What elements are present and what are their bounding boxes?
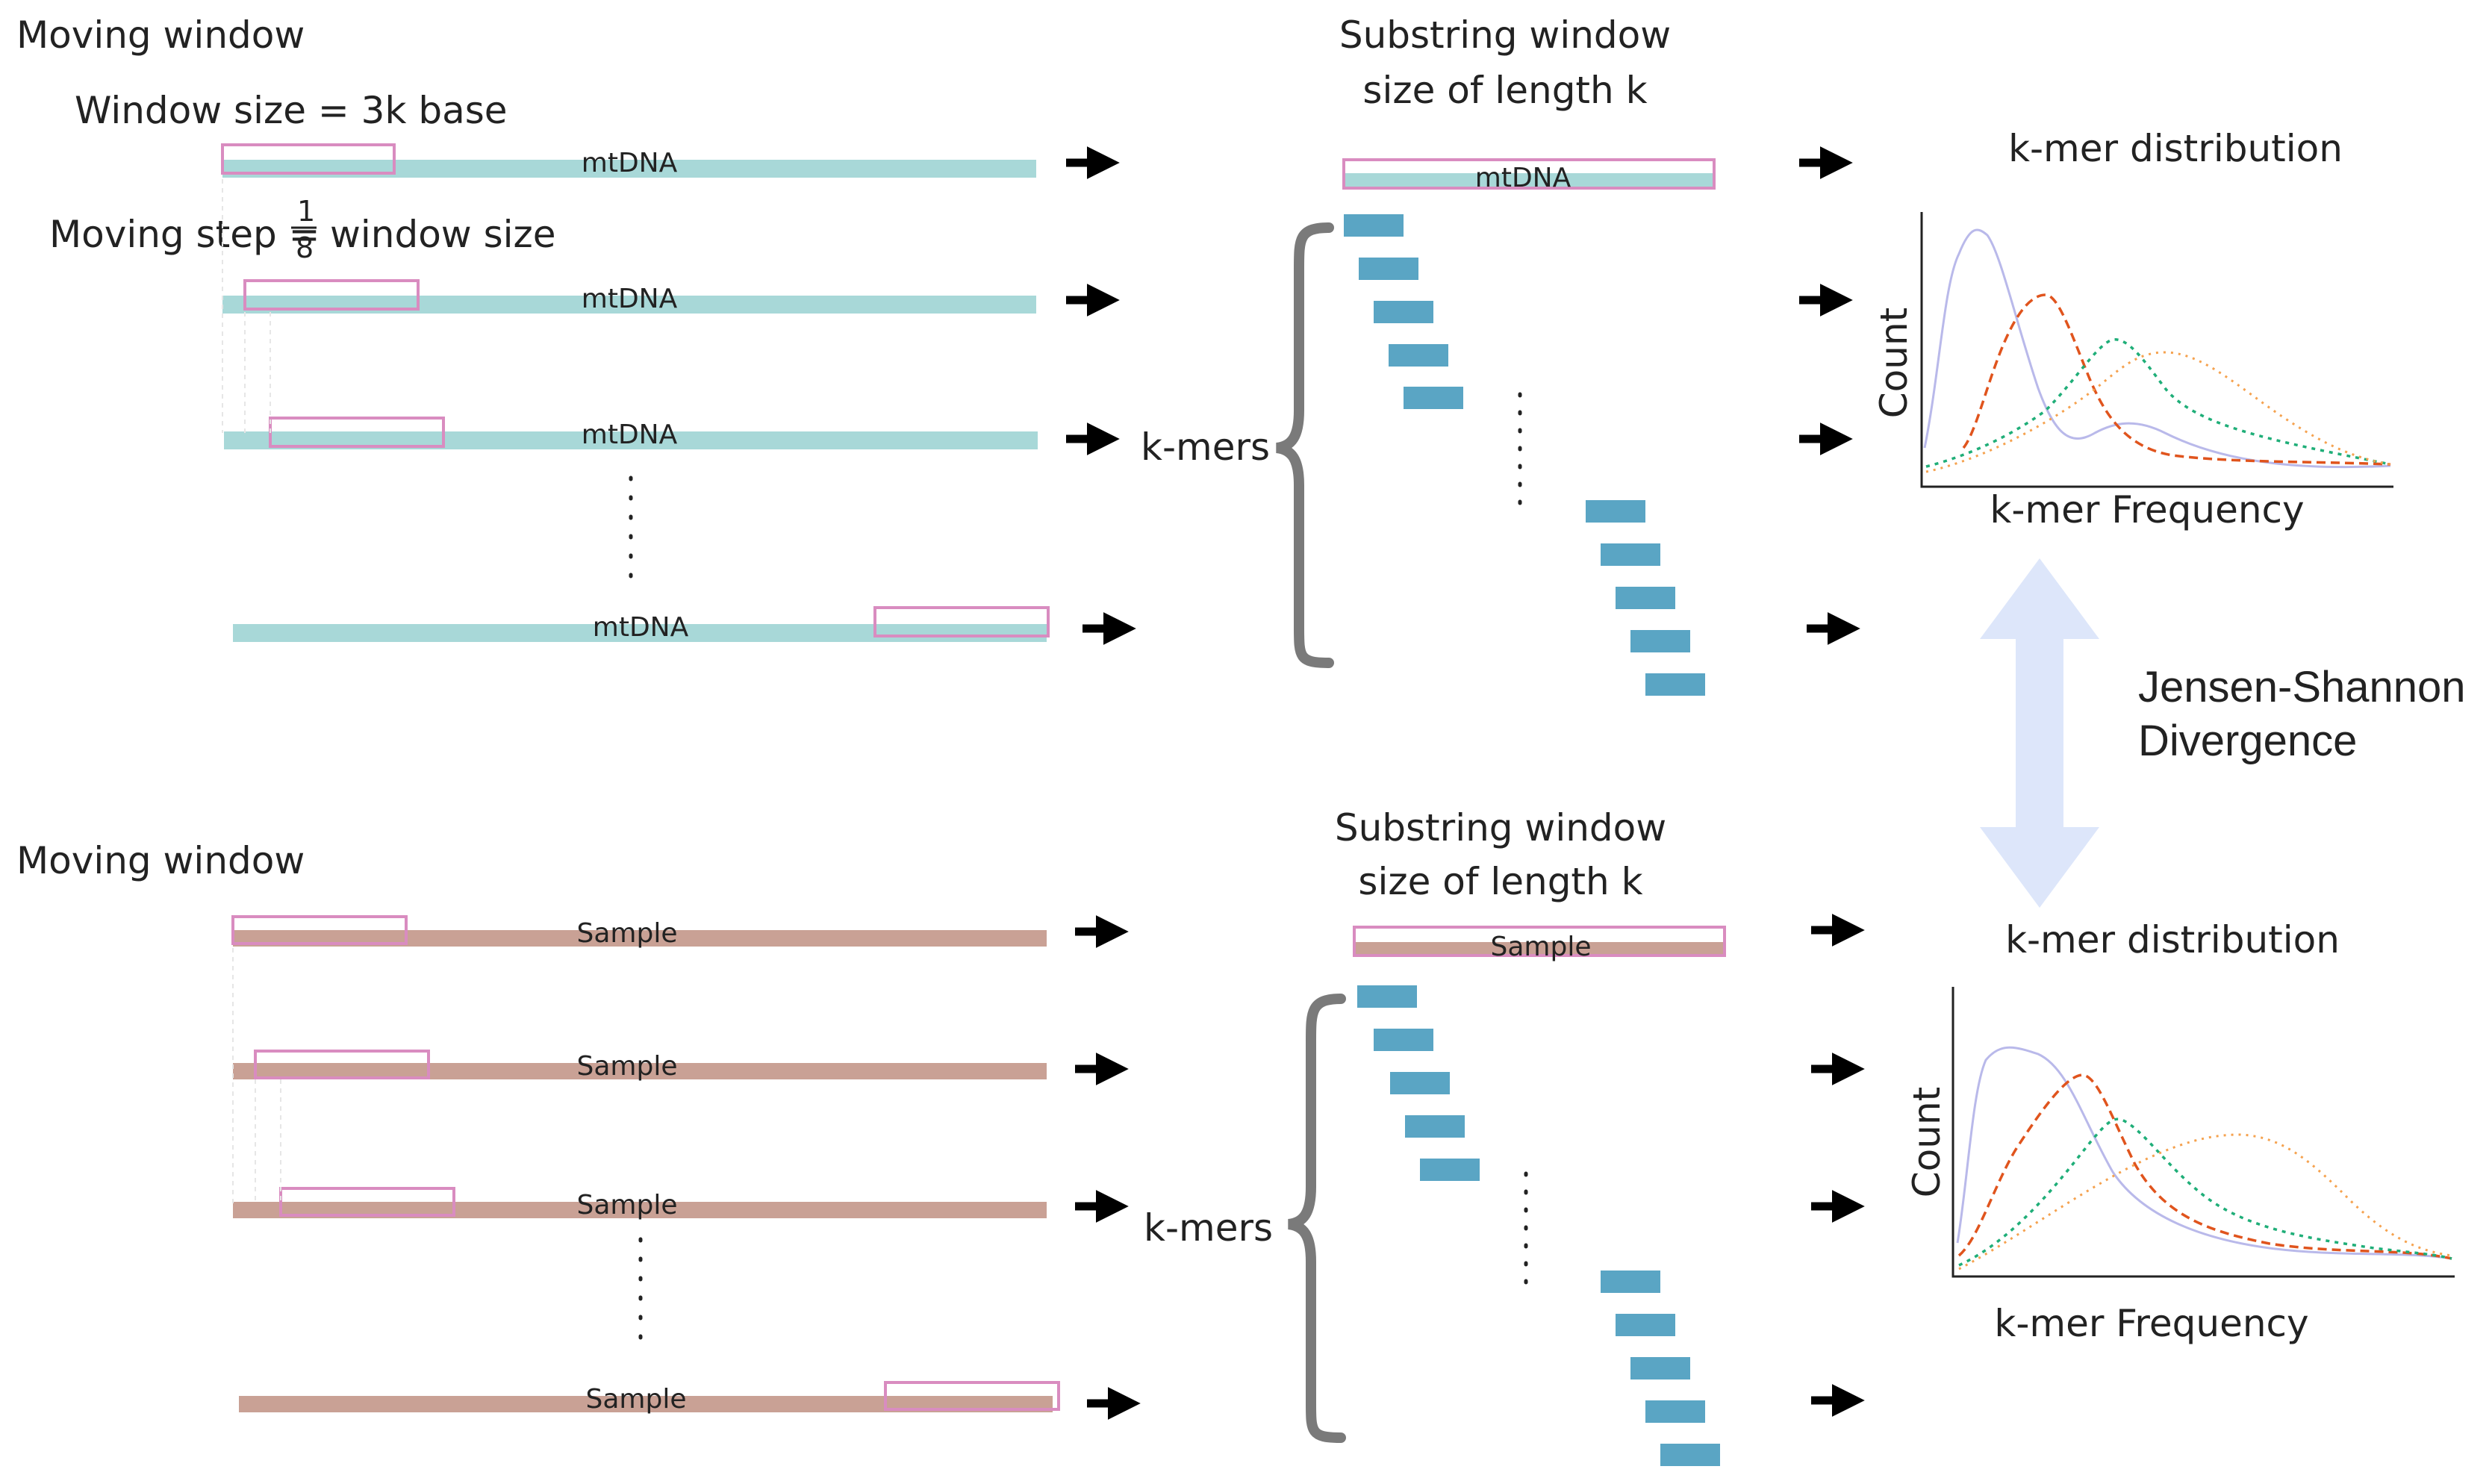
mtdna-bar: [233, 624, 1047, 642]
kmer-block: [1616, 1314, 1675, 1336]
moving-window-box: [873, 606, 1050, 637]
green-dotted-curve: [1958, 1117, 2452, 1267]
kmer-block: [1630, 630, 1690, 652]
svg-text:window size: window size: [330, 213, 556, 256]
kmer-block: [1404, 387, 1463, 409]
mtdna-bar: [1344, 173, 1714, 188]
kmer-block: [1374, 1029, 1433, 1051]
mtdna-label: mtDNA: [582, 148, 678, 178]
bottom-sequence-row-4: Sample: [239, 1381, 1060, 1415]
x-axis-label: k-mer Frequency: [1990, 488, 2304, 531]
mtdna-label: mtDNA: [1475, 163, 1571, 193]
top-substring-title-1: Substring window: [1339, 13, 1671, 57]
curly-brace-icon: [1275, 222, 1334, 668]
substring-window-box: [1342, 158, 1716, 190]
bottom-moving-window-title: Moving window: [16, 839, 305, 882]
kmer-block: [1645, 673, 1705, 696]
sample-label: Sample: [577, 1051, 678, 1082]
moving-step-label: Moving step = 1 8 window size: [49, 195, 556, 264]
kmer-block: [1390, 1072, 1450, 1094]
top-kmers-label: k-mers: [1141, 425, 1270, 469]
plot-axes: [1951, 987, 2455, 1278]
sample-label: Sample: [1491, 932, 1592, 962]
bottom-kmer-blocks: [1357, 985, 1720, 1466]
kmer-block: [1586, 500, 1645, 523]
sample-bar: [233, 1063, 1047, 1079]
bottom-panel: Moving window Sample Sample Sample Sampl…: [16, 806, 2455, 1466]
kmer-block: [1405, 1115, 1465, 1138]
top-panel: Moving window Window size = 3k base Movi…: [16, 13, 2393, 696]
kmer-block: [1344, 214, 1404, 237]
kmer-block: [1359, 258, 1418, 280]
red-dashed-curve: [1957, 1073, 2452, 1260]
kmer-block: [1389, 344, 1448, 367]
top-sequence-row-3: mtDNA: [224, 417, 1038, 450]
kmer-block: [1601, 1271, 1660, 1293]
kmer-block: [1630, 1357, 1690, 1379]
moving-window-box: [254, 1050, 430, 1079]
top-kmer-blocks: [1344, 214, 1705, 696]
top-substring-title-2: size of length k: [1362, 69, 1647, 112]
mtdna-label: mtDNA: [593, 612, 689, 643]
top-sequence-row-1: mtDNA: [221, 143, 1036, 178]
top-substring-sequence: mtDNA: [1342, 158, 1716, 193]
moving-step-numerator: 1: [297, 195, 315, 228]
kmer-block: [1616, 587, 1675, 609]
moving-window-box: [884, 1381, 1060, 1411]
sample-label: Sample: [577, 918, 678, 949]
x-axis-label: k-mer Frequency: [1994, 1302, 2308, 1345]
kmer-block: [1601, 543, 1660, 566]
curly-brace-icon: [1287, 994, 1346, 1443]
double-arrow-icon: [1980, 558, 2099, 908]
green-dotted-curve: [1925, 338, 2391, 468]
jsd-label-1: Jensen-Shannon: [2138, 663, 2466, 711]
bottom-sequence-row-3: Sample: [233, 1187, 1047, 1220]
moving-window-box: [279, 1187, 455, 1217]
bottom-kmers-label: k-mers: [1144, 1206, 1273, 1250]
kmer-block: [1645, 1400, 1705, 1423]
moving-window-box: [243, 279, 420, 311]
mtdna-label: mtDNA: [582, 284, 678, 314]
y-axis-label: Count: [1905, 1087, 1949, 1198]
kmer-block: [1420, 1159, 1480, 1181]
bottom-distribution-plot: Count k-mer Frequency: [1905, 987, 2455, 1345]
bottom-substring-title-1: Substring window: [1335, 806, 1666, 849]
top-dist-title: k-mer distribution: [2008, 127, 2343, 170]
sample-bar: [1354, 942, 1725, 957]
orange-dotted-curve: [1958, 1133, 2452, 1271]
y-axis-label: Count: [1872, 308, 1916, 419]
kmer-block: [1357, 985, 1417, 1008]
sample-label: Sample: [577, 1190, 678, 1220]
top-moving-window-title: Moving window: [16, 13, 305, 57]
svg-text:Moving step =: Moving step =: [49, 213, 320, 256]
top-sequence-row-2: mtDNA: [222, 279, 1036, 314]
substring-window-box: [1353, 926, 1726, 957]
lavender-curve: [1923, 228, 2391, 469]
bottom-substring-sequence: Sample: [1353, 926, 1726, 962]
window-size-label: Window size = 3k base: [75, 89, 508, 132]
moving-window-box: [231, 915, 408, 945]
bottom-dist-title: k-mer distribution: [2005, 918, 2340, 961]
kmer-block: [1374, 301, 1433, 323]
top-sequence-row-4: mtDNA: [233, 606, 1050, 643]
red-dashed-curve: [1962, 293, 2391, 466]
kmer-block: [1660, 1444, 1720, 1466]
lavender-curve: [1956, 1046, 2452, 1260]
bottom-substring-title-2: size of length k: [1358, 860, 1642, 903]
sample-bar: [239, 1396, 1053, 1412]
bottom-sequence-row-1: Sample: [231, 915, 1047, 949]
jsd-label-2: Divergence: [2138, 717, 2357, 765]
bottom-sequence-row-2: Sample: [233, 1050, 1047, 1082]
sample-bar: [233, 930, 1047, 947]
orange-dotted-curve: [1925, 351, 2391, 473]
mtdna-label: mtDNA: [582, 420, 678, 450]
moving-window-box: [221, 143, 396, 175]
top-distribution-plot: Count k-mer Frequency: [1872, 212, 2393, 531]
plot-axes: [1920, 212, 2393, 488]
moving-step-denominator: 8: [296, 231, 314, 264]
sample-label: Sample: [586, 1384, 687, 1415]
jensen-shannon-comparison: Jensen-Shannon Divergence: [1980, 558, 2466, 908]
